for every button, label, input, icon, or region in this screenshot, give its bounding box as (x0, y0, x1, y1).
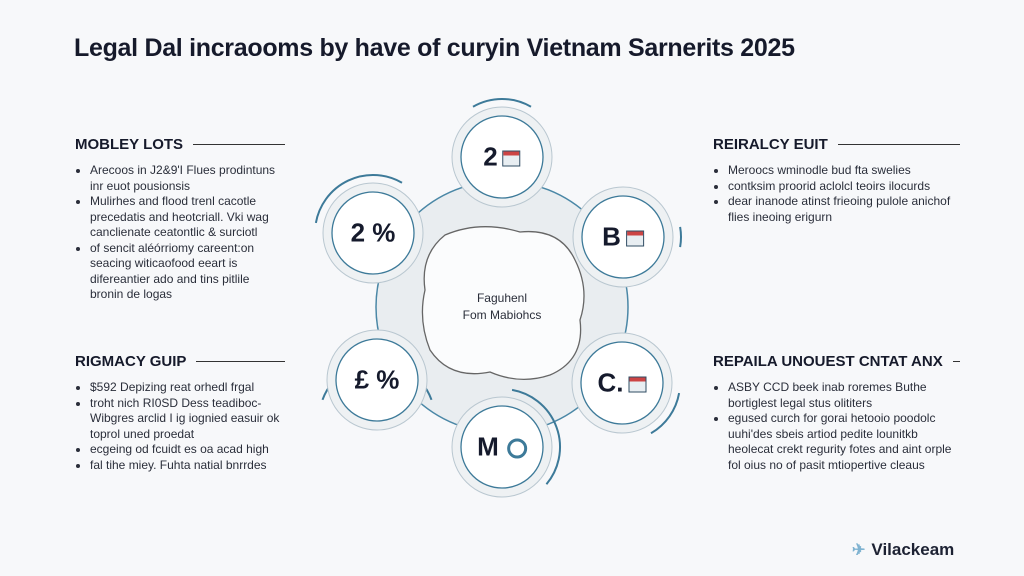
panel-top-left: MOBLEY LOTS Arecoos in J2&9'I Flues prod… (75, 136, 285, 303)
node-label: B (602, 222, 644, 253)
bullet: ecgeing od fcuidt es oa acad high (90, 442, 285, 458)
panel-heading: REIRALCY EUIT (713, 136, 960, 153)
center-label-line: Faguhenl (476, 291, 528, 305)
panel-top-right: REIRALCY EUIT Meroocs wminodle bud fta s… (713, 136, 960, 225)
panel-heading-text: MOBLEY LOTS (75, 136, 184, 153)
node-circle (460, 405, 544, 489)
bullet: contksim proorid aclolcl teoirs ilocurds (728, 179, 960, 195)
logo-bird-icon: ✈ (852, 542, 866, 559)
swirl-arc (650, 392, 681, 435)
center-label: Faguhenl Fom Mabiohcs (463, 290, 542, 324)
bullet: of sencit aléórriomy careent:on seacing … (90, 241, 285, 303)
divider (837, 144, 960, 145)
image-chart-icon (625, 230, 644, 247)
panel-heading: REPAILA UNOUEST CNTAT ANX (713, 353, 960, 370)
swirl-arc (679, 226, 682, 248)
node-label: M (477, 432, 527, 463)
logo: ✈ Vilackeam (852, 540, 954, 560)
panel-heading-text: REPAILA UNOUEST CNTAT ANX (713, 353, 943, 370)
bullet: Mulirhes and flood trenl cacotle preceda… (90, 194, 285, 241)
node-label: C. (598, 368, 647, 399)
panel-heading: RIGMACY GUIP (75, 353, 285, 370)
document-chart-icon (502, 150, 521, 167)
report-icon (628, 376, 647, 393)
bullet: egused curch for gorai hetooio poodolc u… (728, 411, 960, 473)
panel-heading-text: RIGMACY GUIP (75, 353, 187, 370)
page-title: Legal Dal incraooms by have of curyin Vi… (74, 34, 795, 62)
panel-bottom-right: REPAILA UNOUEST CNTAT ANX ASBY CCD beek … (713, 353, 960, 473)
bullet: $592 Depizing reat orhedl frgal (90, 380, 285, 396)
bullet: Arecoos in J2&9'I Flues prodintuns inr e… (90, 163, 285, 194)
bullet: dear inanode atinst frieoing pulole anic… (728, 194, 960, 225)
bullet: troht nich RI0SD Dess teadiboc- Wibgres … (90, 396, 285, 443)
swirl-arc (314, 174, 403, 224)
panel-heading-text: REIRALCY EUIT (713, 136, 828, 153)
node-circle (581, 195, 665, 279)
node-label: £ % (354, 364, 400, 395)
cycle-icon (506, 438, 527, 459)
node-circle (580, 341, 664, 425)
panel-heading: MOBLEY LOTS (75, 136, 285, 153)
logo-text: Vilackeam (871, 540, 955, 559)
swirl-arc (472, 98, 532, 108)
divider (196, 361, 285, 362)
node-circle (331, 191, 415, 275)
bullet: fal tihe miey. Fuhta natial bnrrdes (90, 458, 285, 474)
center-blob (421, 226, 585, 380)
swirl-arc (511, 388, 561, 485)
node-circle (460, 115, 544, 199)
divider (952, 361, 960, 362)
divider (193, 144, 285, 145)
node-label: 2 (483, 142, 521, 173)
bullet: Meroocs wminodle bud fta swelies (728, 163, 960, 179)
bullet: ASBY CCD beek inab roremes Buthe bortigl… (728, 380, 960, 411)
node-label: 2 % (350, 217, 396, 248)
center-label-line: Fom Mabiohcs (462, 308, 542, 322)
panel-bottom-left: RIGMACY GUIP $592 Depizing reat orhedl f… (75, 353, 285, 473)
node-circle (335, 338, 419, 422)
